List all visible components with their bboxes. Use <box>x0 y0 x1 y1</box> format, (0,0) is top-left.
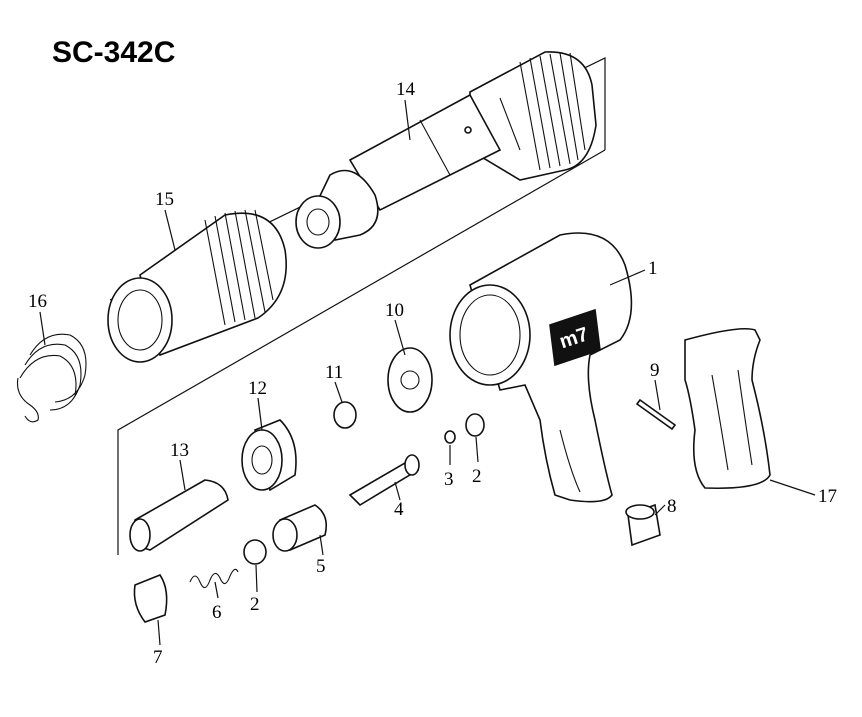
callout-15: 15 <box>155 189 174 210</box>
part-16-spring <box>16 333 87 423</box>
lower-frame <box>117 149 606 555</box>
part-3-washer <box>444 430 456 444</box>
leader-lines <box>39 99 816 646</box>
callout-10: 10 <box>385 300 404 321</box>
callout-3: 3 <box>444 469 454 490</box>
part-12-cap <box>241 419 297 492</box>
callout-12: 12 <box>248 378 267 399</box>
callout-11: 11 <box>325 362 343 383</box>
callout-5: 5 <box>316 556 326 577</box>
part-5-bushing <box>272 504 328 552</box>
callout-2-lower: 2 <box>250 594 260 615</box>
part-15-nozzle <box>107 209 287 363</box>
part-13-piston <box>129 479 229 552</box>
callout-8: 8 <box>667 496 677 517</box>
callout-16: 16 <box>28 291 47 312</box>
callout-17: 17 <box>818 486 837 507</box>
callout-9: 9 <box>650 360 660 381</box>
callout-1: 1 <box>648 258 658 279</box>
callout-2-upper: 2 <box>472 466 482 487</box>
part-6-spring <box>189 568 239 589</box>
part-7-trigger <box>133 574 168 623</box>
part-8-plug <box>625 503 661 547</box>
part-9-pin <box>635 398 677 431</box>
upper-frame <box>109 57 606 301</box>
part-10-plate <box>387 347 433 413</box>
callout-4: 4 <box>394 499 404 520</box>
callout-6: 6 <box>212 602 222 623</box>
part-4-stem <box>348 454 420 507</box>
callout-7: 7 <box>153 647 163 668</box>
callout-13: 13 <box>170 440 189 461</box>
part-17-grip <box>684 327 771 490</box>
part-2-oring-lower <box>243 539 267 565</box>
diagram-title: SC-342C <box>52 36 176 69</box>
part-2-oring-upper <box>465 413 485 437</box>
part-1-housing <box>449 232 633 503</box>
part-14-barrel <box>295 51 597 249</box>
part-11-oring <box>333 401 357 429</box>
callout-14: 14 <box>396 79 416 100</box>
